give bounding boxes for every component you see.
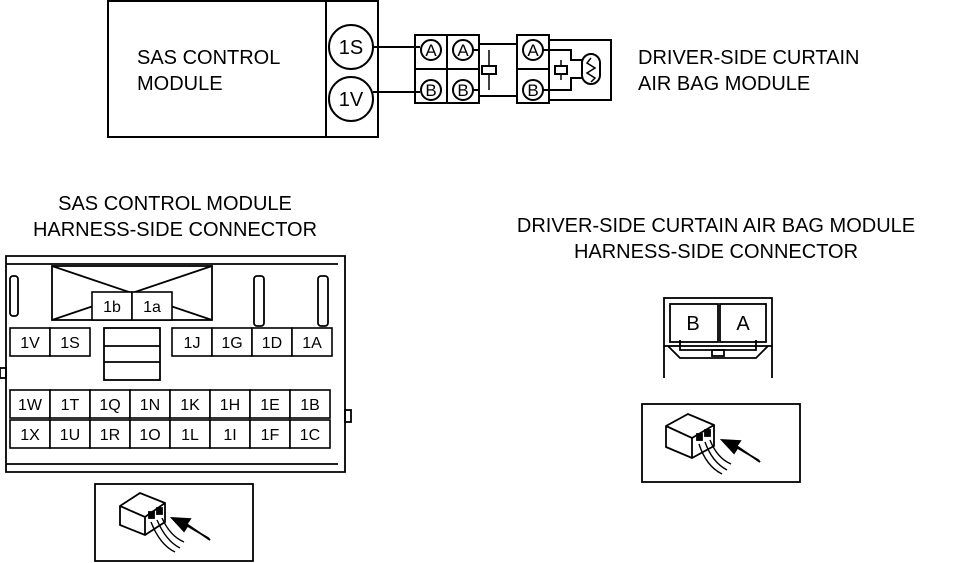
terminal-1s-label: 1S bbox=[339, 37, 363, 59]
airbag-module-label-line2: AIR BAG MODULE bbox=[638, 73, 810, 95]
pin-1a: 1a bbox=[143, 299, 161, 316]
pin-b-label: B bbox=[425, 81, 436, 100]
pin-1l: 1L bbox=[181, 427, 199, 444]
pin-1i: 1I bbox=[223, 427, 236, 444]
pin-a-label: A bbox=[527, 41, 539, 60]
pin-1w: 1W bbox=[18, 397, 43, 414]
pin-1b: 1b bbox=[103, 299, 121, 316]
pin-1r: 1R bbox=[100, 427, 120, 444]
pin-1e: 1E bbox=[260, 397, 280, 414]
schematic-labels: SAS CONTROL MODULE 1S 1V A A B B A B DRI… bbox=[137, 37, 860, 111]
airbag-module-label-line1: DRIVER-SIDE CURTAIN bbox=[638, 47, 860, 69]
sas-module-label-line1: SAS CONTROL bbox=[137, 47, 280, 69]
pin-b-label: B bbox=[527, 81, 538, 100]
pin-b-label: B bbox=[457, 81, 468, 100]
terminal-1v-label: 1V bbox=[339, 89, 364, 111]
pin-1k: 1K bbox=[180, 397, 200, 414]
pin-1f: 1F bbox=[261, 427, 280, 444]
pin-1n: 1N bbox=[140, 397, 160, 414]
pin-a-label: A bbox=[457, 41, 469, 60]
sas-connector-title-line1: SAS CONTROL MODULE bbox=[58, 193, 292, 215]
sas-module-label-line2: MODULE bbox=[137, 73, 223, 95]
schematic bbox=[107, 0, 612, 138]
pin-1q: 1Q bbox=[99, 397, 120, 414]
terminal-1v-circle bbox=[328, 76, 374, 122]
pin-1g: 1G bbox=[221, 335, 242, 352]
airbag-connector-title-line2: HARNESS-SIDE CONNECTOR bbox=[574, 241, 858, 263]
airbag-connector-title-line1: DRIVER-SIDE CURTAIN AIR BAG MODULE bbox=[517, 215, 915, 237]
pin-1v: 1V bbox=[20, 335, 40, 352]
sas-control-module-box bbox=[107, 0, 379, 138]
airbag-connector-body bbox=[663, 297, 773, 378]
airbag-connector-pin-labels: B A bbox=[686, 313, 750, 335]
pin-1u: 1U bbox=[60, 427, 80, 444]
pin-1d: 1D bbox=[262, 335, 282, 352]
insertion-arrow-icon bbox=[169, 516, 211, 541]
pin-1j: 1J bbox=[184, 335, 201, 352]
pin-1s: 1S bbox=[60, 335, 80, 352]
sas-connector-title: SAS CONTROL MODULE HARNESS-SIDE CONNECTO… bbox=[33, 193, 317, 241]
pin-1x: 1X bbox=[20, 427, 40, 444]
pin-a-airbag: A bbox=[736, 313, 750, 335]
pin-1c: 1C bbox=[300, 427, 320, 444]
insertion-arrow-icon bbox=[719, 438, 761, 463]
pin-1t: 1T bbox=[61, 397, 80, 414]
pin-1h: 1H bbox=[220, 397, 240, 414]
sas-connector-title-line2: HARNESS-SIDE CONNECTOR bbox=[33, 219, 317, 241]
airbag-module-box bbox=[548, 39, 612, 101]
squib-resistor-icon bbox=[581, 53, 601, 85]
airbag-connector-title: DRIVER-SIDE CURTAIN AIR BAG MODULE HARNE… bbox=[517, 215, 915, 263]
pin-1o: 1O bbox=[139, 427, 160, 444]
sas-connector-pin-labels: 1b 1a 1V 1S 1J 1G 1D 1A 1W 1T 1Q 1N 1K 1… bbox=[18, 299, 322, 444]
pin-a-label: A bbox=[425, 41, 437, 60]
pin-1b-row: 1B bbox=[300, 397, 320, 414]
connector-view-icon bbox=[641, 403, 801, 483]
connector-view-icon bbox=[94, 483, 254, 562]
pin-b-airbag: B bbox=[686, 313, 699, 335]
sas-connector-pins bbox=[9, 291, 333, 449]
pin-1a-row: 1A bbox=[302, 335, 322, 352]
